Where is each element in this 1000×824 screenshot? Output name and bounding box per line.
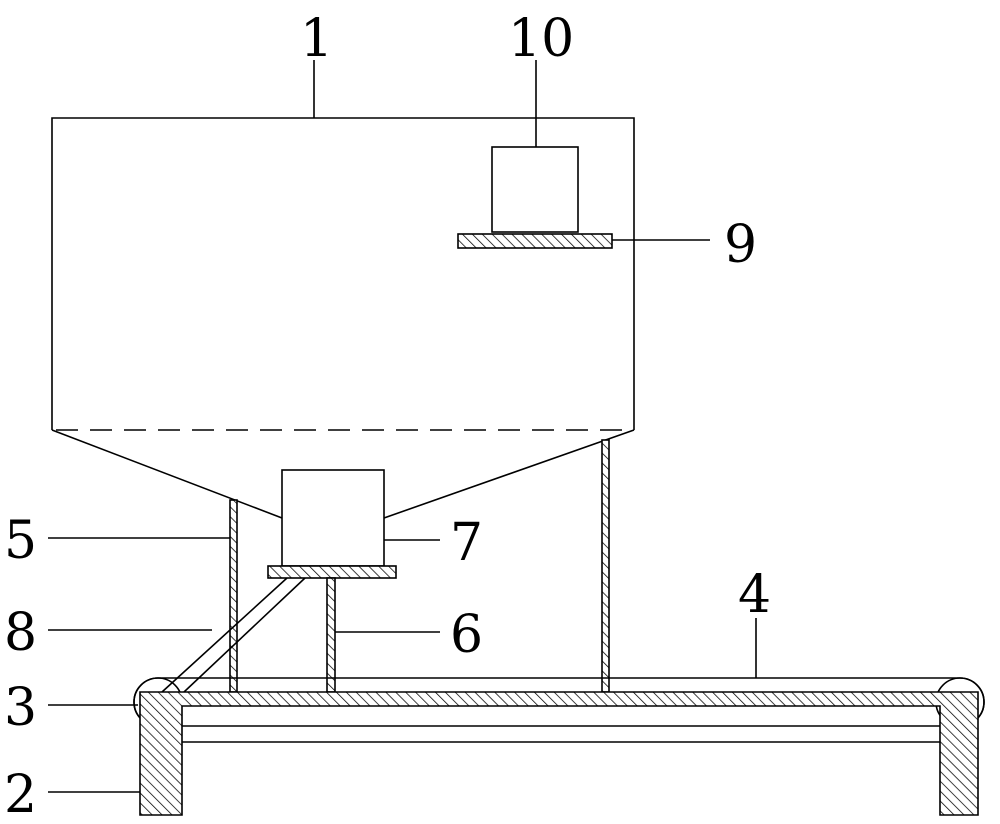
label-9: 9 <box>724 215 757 275</box>
label-6: 6 <box>450 605 483 665</box>
label-10: 10 <box>508 9 574 69</box>
label-7: 7 <box>450 513 483 573</box>
hopper-cone-right <box>383 429 635 519</box>
center-shaft <box>326 577 336 693</box>
frame <box>139 691 979 816</box>
label-2: 2 <box>4 765 37 824</box>
hopper-body <box>51 117 635 430</box>
lower-plate <box>267 565 397 579</box>
diagonal-guide-1 <box>161 577 288 693</box>
label-8: 8 <box>4 603 37 663</box>
label-1: 1 <box>300 9 333 69</box>
lower-motor-block <box>281 469 385 567</box>
label-5: 5 <box>4 511 37 571</box>
support-rod-left <box>229 499 238 693</box>
hopper-cone-left <box>51 429 283 519</box>
support-rod-right <box>601 439 610 693</box>
upper-motor-block <box>491 146 579 233</box>
label-3: 3 <box>4 678 37 738</box>
upper-plate <box>457 233 613 249</box>
diagonal-guide-2 <box>183 577 306 693</box>
label-4: 4 <box>738 565 771 625</box>
